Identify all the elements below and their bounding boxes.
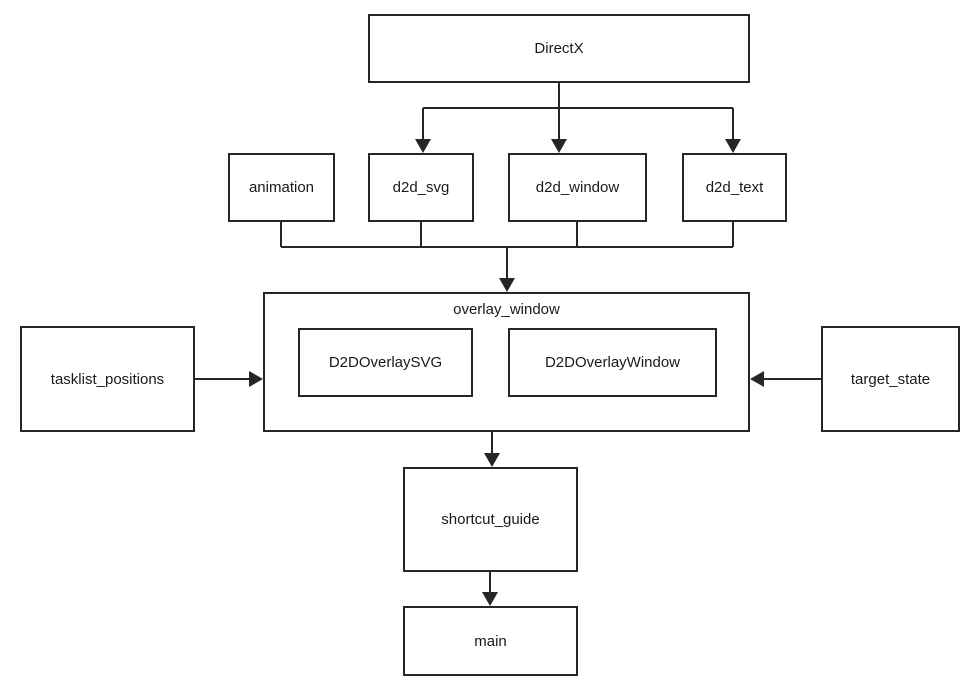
node-overlay-window: overlay_window D2DOverlaySVG D2DOverlayW… bbox=[263, 292, 750, 432]
node-d2d-window: d2d_window bbox=[508, 153, 647, 222]
node-tasklist-positions: tasklist_positions bbox=[20, 326, 195, 432]
node-target-state: target_state bbox=[821, 326, 960, 432]
node-d2d-overlay-window-label: D2DOverlayWindow bbox=[544, 354, 681, 371]
node-d2d-text-label: d2d_text bbox=[705, 179, 764, 196]
node-d2d-overlay-svg-label: D2DOverlaySVG bbox=[328, 354, 443, 371]
node-overlay-window-label: overlay_window bbox=[453, 301, 560, 318]
node-target-state-label: target_state bbox=[850, 370, 931, 388]
node-animation: animation bbox=[228, 153, 335, 222]
node-d2d-text: d2d_text bbox=[682, 153, 787, 222]
edge-target-state-to-overlay-window bbox=[750, 371, 821, 387]
node-animation-label: animation bbox=[248, 179, 315, 196]
node-d2d-svg: d2d_svg bbox=[368, 153, 474, 222]
node-main-label: main bbox=[474, 632, 507, 650]
node-main: main bbox=[403, 606, 578, 676]
node-d2d-overlay-svg: D2DOverlaySVG bbox=[298, 328, 473, 397]
edge-directx-fanout bbox=[415, 83, 741, 153]
node-d2d-svg-label: d2d_svg bbox=[392, 179, 450, 196]
edge-tasklist-positions-to-overlay-window bbox=[195, 371, 263, 387]
edge-shortcut-guide-to-main bbox=[482, 572, 498, 606]
edge-bus-to-overlay-window bbox=[280, 222, 734, 292]
node-d2d-window-label: d2d_window bbox=[535, 179, 620, 196]
node-shortcut-guide-label: shortcut_guide bbox=[441, 511, 540, 528]
node-directx: DirectX bbox=[368, 14, 750, 83]
node-d2d-overlay-window: D2DOverlayWindow bbox=[508, 328, 717, 397]
node-shortcut-guide: shortcut_guide bbox=[403, 467, 578, 572]
node-directx-label: DirectX bbox=[534, 40, 584, 57]
edge-overlay-window-to-shortcut-guide bbox=[484, 432, 500, 467]
node-tasklist-positions-label: tasklist_positions bbox=[50, 370, 165, 388]
